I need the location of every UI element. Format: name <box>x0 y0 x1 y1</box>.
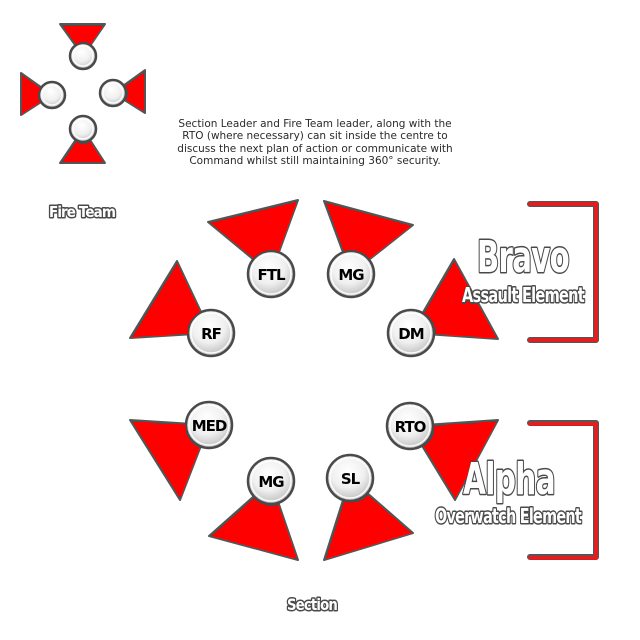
marker-highlight <box>250 460 292 502</box>
fire-sector-triangle <box>59 128 106 164</box>
soldier-marker-icon <box>68 41 98 71</box>
fire-sector-triangle <box>409 419 499 501</box>
fire_team-node <box>59 23 106 71</box>
marker-highlight <box>72 45 94 67</box>
soldier-marker-icon <box>186 308 236 358</box>
description-text: Section Leader and Fire Team leader, alo… <box>177 118 453 167</box>
section-node: FTL <box>207 199 299 299</box>
soldier-marker-icon <box>98 78 128 108</box>
role-label: SL <box>341 470 361 488</box>
role-label: RF <box>201 325 221 343</box>
role-label: FTL <box>257 266 285 284</box>
role-label: MG <box>258 473 284 491</box>
alpha-bracket <box>527 420 599 560</box>
section-node: SL <box>323 453 414 561</box>
fire-sector-triangle <box>129 419 210 501</box>
fire-team-diagram <box>20 23 146 164</box>
alpha-title: Alpha <box>463 454 555 505</box>
soldier-marker-icon <box>184 400 234 450</box>
section-node: MED <box>129 400 234 501</box>
marker-highlight <box>72 118 94 140</box>
fire-sector-triangle <box>20 72 53 116</box>
section-node: MG <box>323 200 414 299</box>
role-label: DM <box>398 325 423 343</box>
fire-sector-triangle <box>59 23 106 57</box>
section-label: Section <box>287 595 338 614</box>
soldier-marker-icon <box>325 453 375 503</box>
soldier-marker-icon <box>37 80 67 110</box>
marker-highlight <box>41 84 63 106</box>
role-label: RTO <box>395 418 426 436</box>
fire_team-node <box>98 69 146 114</box>
soldier-marker-icon <box>246 456 296 506</box>
soldier-marker-icon <box>386 308 436 358</box>
marker-highlight <box>190 312 232 354</box>
marker-highlight <box>389 405 431 447</box>
bravo-title: Bravo <box>477 232 569 283</box>
role-label: MED <box>192 417 227 435</box>
marker-highlight <box>188 404 230 446</box>
role-label: MG <box>338 266 364 284</box>
soldier-marker-icon <box>68 114 98 144</box>
fire_team-node <box>59 114 106 164</box>
alpha-subtitle: Overwatch Element <box>435 504 582 528</box>
section-node: RTO <box>385 401 499 501</box>
soldier-marker-icon <box>246 249 296 299</box>
marker-highlight <box>102 82 124 104</box>
bravo-bracket <box>527 201 599 343</box>
fire-sector-triangle <box>129 260 212 339</box>
section-formation: FTL MG RF DM MED RTO MG SL <box>129 199 499 561</box>
fire-team-label: Fire Team <box>49 203 115 221</box>
section-node: DM <box>386 258 499 358</box>
fire-sector-triangle <box>112 69 146 114</box>
bravo-subtitle: Assault Element <box>462 283 585 307</box>
marker-highlight <box>390 312 432 354</box>
section-node: MG <box>208 456 299 561</box>
marker-highlight <box>250 253 292 295</box>
fire_team-node <box>20 72 67 116</box>
fire-sector-triangle <box>410 258 499 340</box>
soldier-marker-icon <box>326 249 376 299</box>
marker-highlight <box>330 253 372 295</box>
section-node: RF <box>129 260 236 358</box>
soldier-marker-icon <box>385 401 435 451</box>
marker-highlight <box>329 457 371 499</box>
